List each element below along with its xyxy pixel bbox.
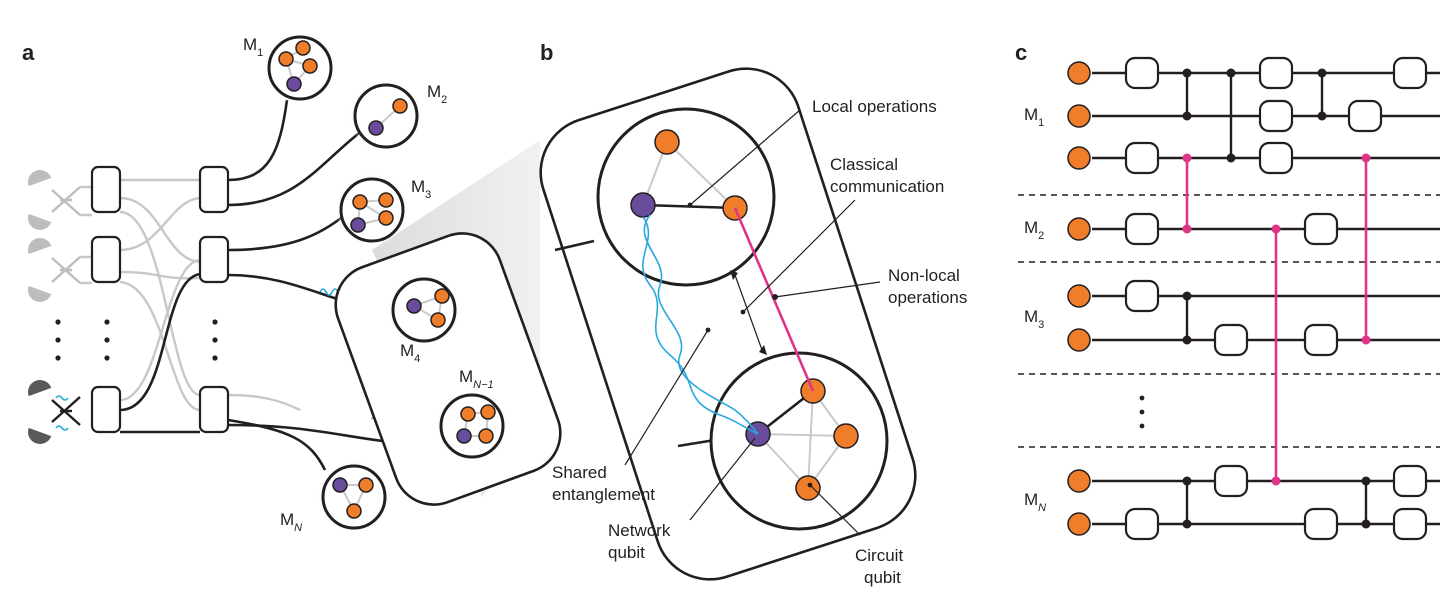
module-mn — [315, 458, 393, 536]
svg-text:M2: M2 — [1024, 218, 1044, 242]
panel-a-label: a — [22, 40, 35, 65]
svg-text:MN: MN — [280, 510, 302, 534]
svg-text:M3: M3 — [1024, 307, 1044, 331]
detectors — [28, 170, 81, 444]
upper-module-stub — [554, 239, 595, 252]
svg-text:M4: M4 — [400, 341, 420, 365]
classical-arrow — [730, 270, 767, 355]
panel-b-leaders — [624, 109, 881, 536]
svg-text:M3: M3 — [411, 177, 431, 201]
module-m4 — [385, 271, 463, 349]
panel-a-module-labels: M1 M2 M3 M4 MN−1 MN — [243, 35, 494, 534]
label-shared: Shared — [552, 463, 607, 482]
non-local-gates — [1182, 153, 1371, 486]
svg-text:M1: M1 — [243, 35, 263, 59]
panel-b-label: b — [540, 40, 553, 65]
panel-c-label: c — [1015, 40, 1027, 65]
circuit-qubit — [833, 423, 859, 449]
label-communication: communication — [830, 177, 944, 196]
active-cables — [119, 99, 446, 447]
panel-c-qubits — [1067, 61, 1091, 536]
upper-module — [596, 107, 776, 287]
label-network: Network — [608, 521, 671, 540]
label-operations: operations — [888, 288, 967, 307]
switch-gray-cables — [80, 178, 301, 412]
network-qubit — [630, 192, 656, 218]
lower-module — [709, 351, 889, 531]
single-qubit-gates — [1124, 56, 1428, 541]
svg-text:M1: M1 — [1024, 105, 1044, 129]
label-local-operations: Local operations — [812, 97, 937, 116]
local-two-qubit-gates — [1182, 68, 1371, 529]
label-classical: Classical — [830, 155, 898, 174]
panel-c-ellipsis — [1139, 395, 1145, 429]
label-network-qubit: qubit — [608, 543, 645, 562]
label-circuit: Circuit — [855, 546, 903, 565]
svg-text:MN−1: MN−1 — [459, 367, 494, 391]
ellipsis-dots — [55, 319, 218, 361]
module-m3 — [333, 171, 411, 249]
svg-text:MN: MN — [1024, 490, 1046, 514]
lower-module-stub — [677, 438, 716, 448]
leader-dots — [687, 202, 813, 488]
shared-entanglement-helix — [642, 214, 759, 435]
module-mn-1 — [433, 387, 511, 465]
label-non-local: Non-local — [888, 266, 960, 285]
module-m2 — [347, 77, 425, 155]
svg-text:M2: M2 — [427, 82, 447, 106]
cable-mn — [227, 418, 327, 471]
module-m1 — [261, 29, 339, 107]
label-circuit-qubit: qubit — [864, 568, 901, 587]
panel-c-group-labels: M1 M2 M3 MN — [1024, 105, 1046, 514]
switch-boxes — [90, 165, 230, 434]
circuit-qubit — [795, 475, 821, 501]
circuit-qubit — [654, 129, 680, 155]
module-separators — [1018, 194, 1440, 448]
label-entanglement: entanglement — [552, 485, 655, 504]
